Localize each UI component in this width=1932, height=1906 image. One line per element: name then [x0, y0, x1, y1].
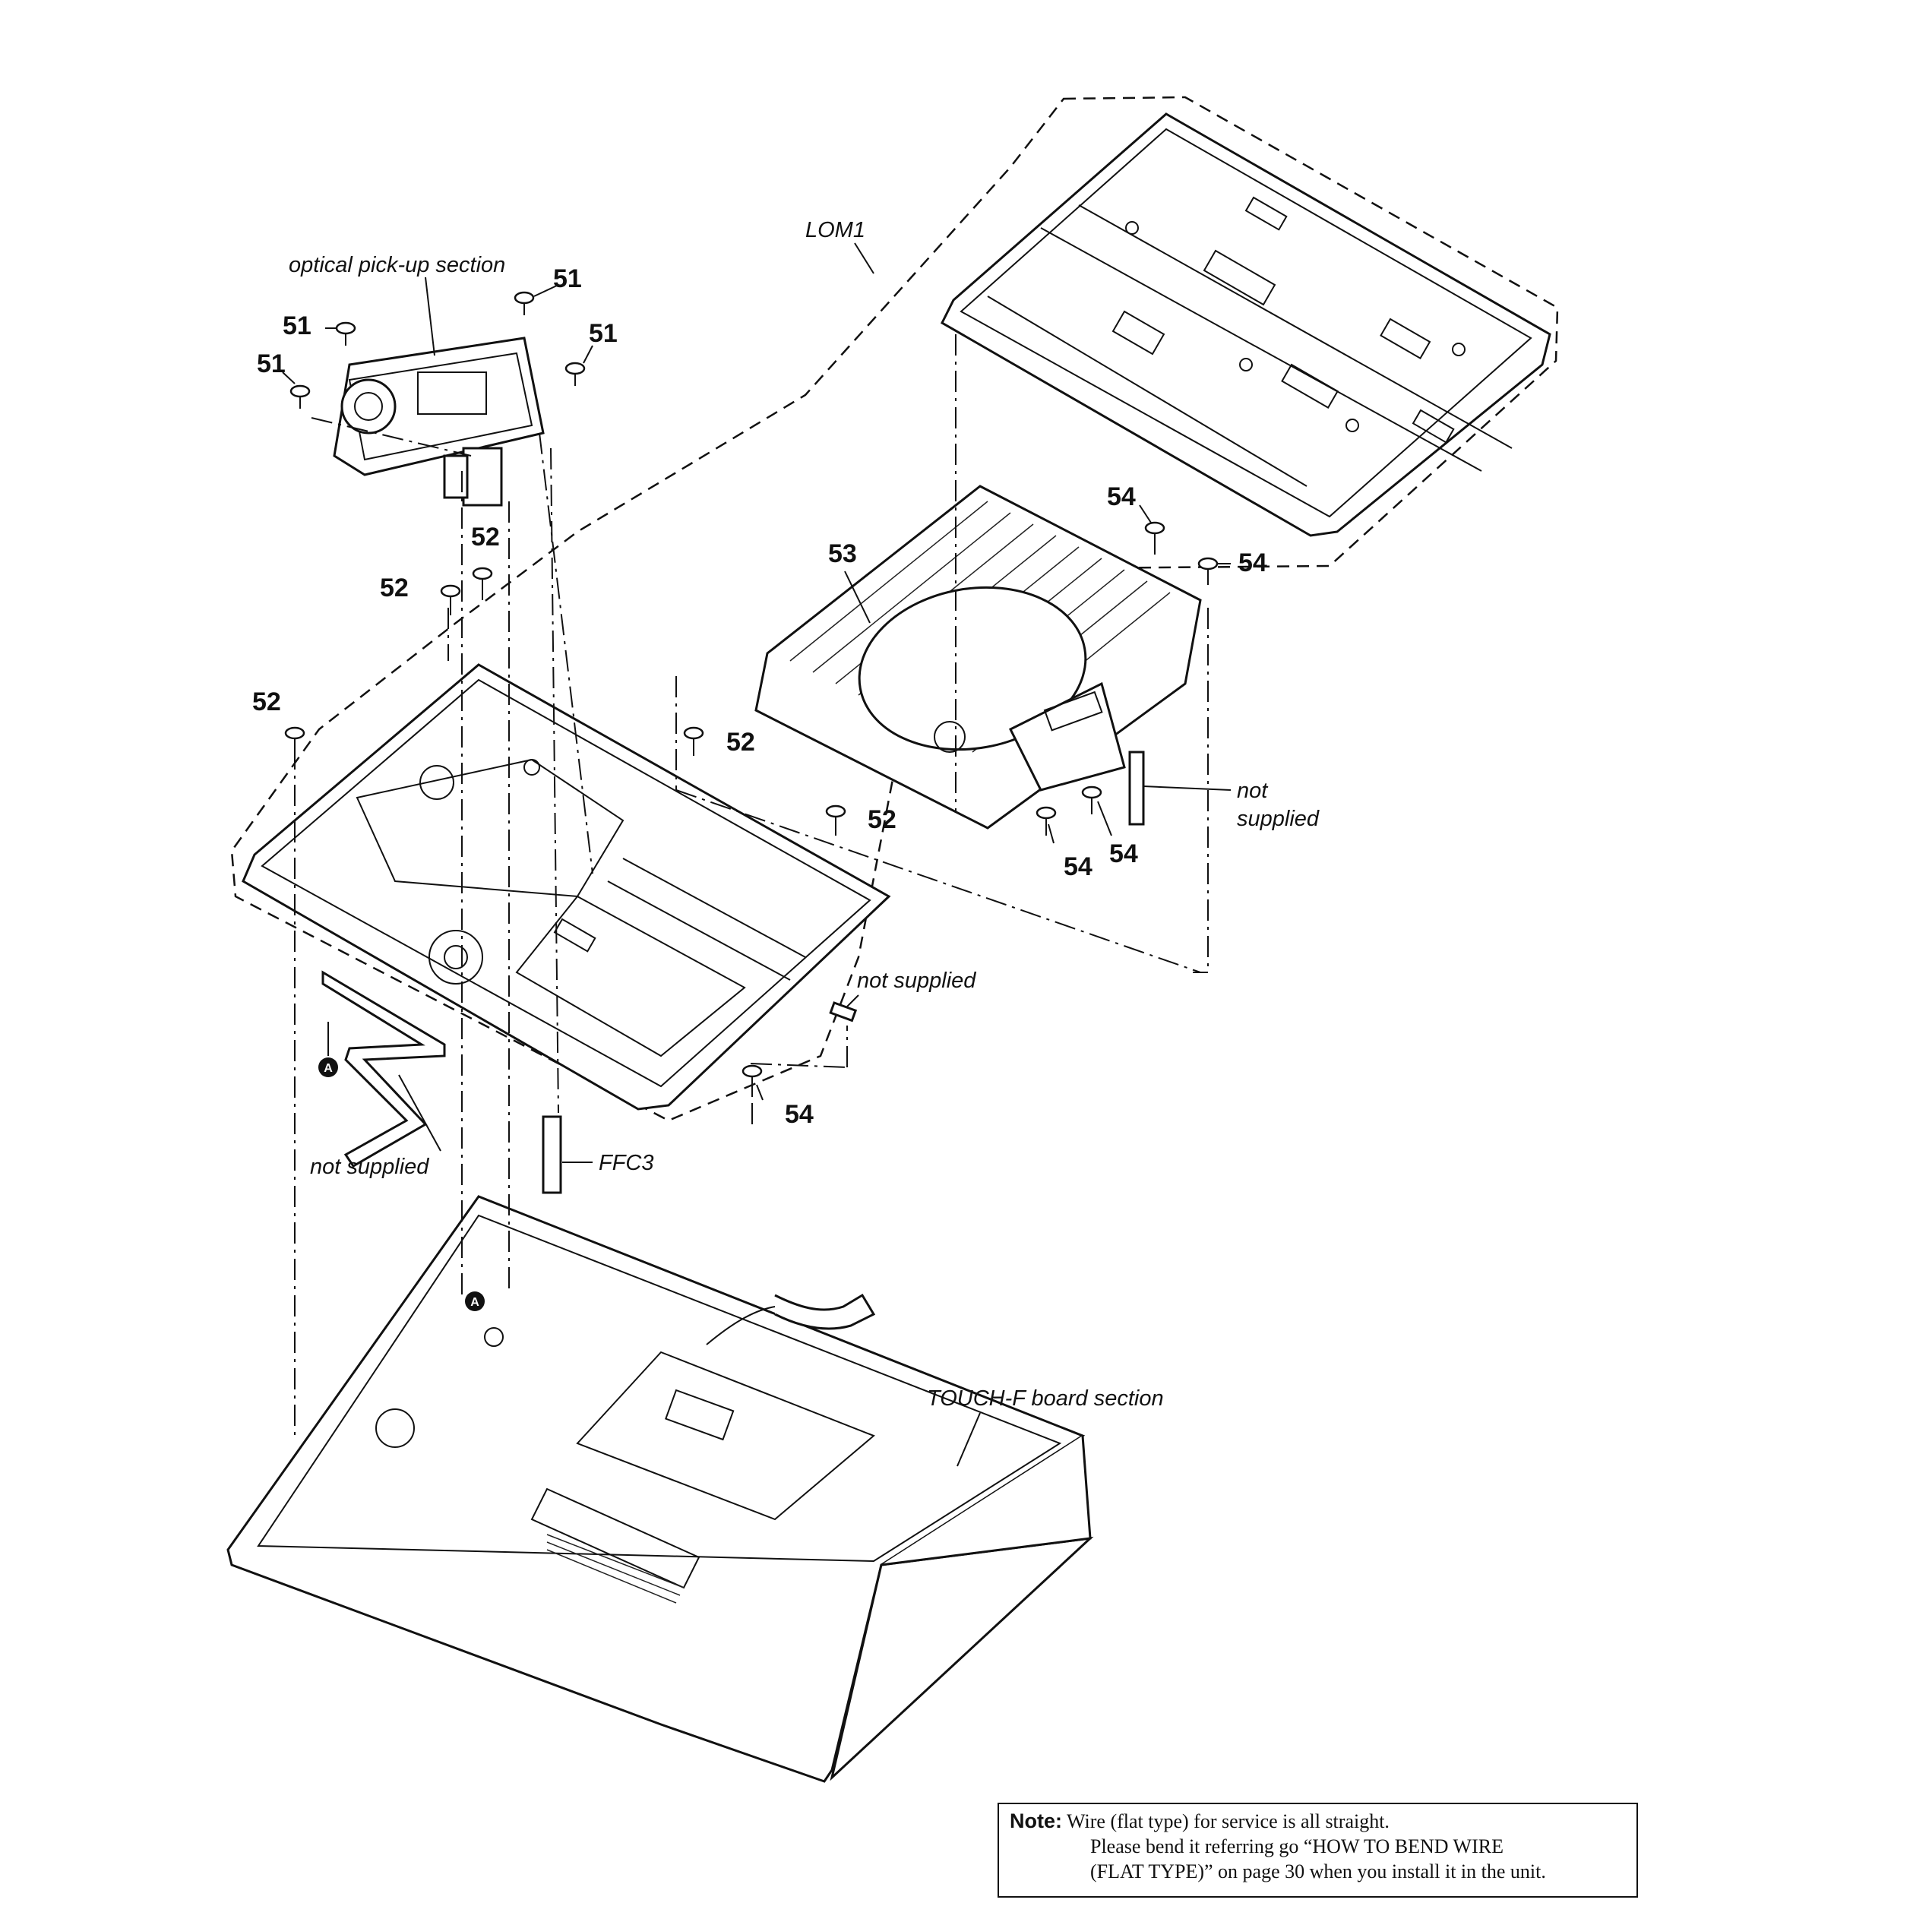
flat-cable-left	[321, 970, 446, 1168]
screw-54-d	[1036, 806, 1057, 836]
part-num-52-c: 52	[252, 687, 281, 716]
connector-a-marker-1: A	[318, 1057, 338, 1077]
disc-tray-cover-53	[754, 485, 1202, 830]
label-not-supplied-left: not supplied	[310, 1155, 429, 1179]
part-num-54-b: 54	[1238, 548, 1267, 577]
screw-52-d	[683, 726, 704, 756]
service-note: Note: Wire (flat type) for service is al…	[998, 1803, 1638, 1898]
part-num-51-d: 51	[257, 349, 286, 378]
screw-52-a	[472, 567, 493, 600]
svg-text:A: A	[470, 1296, 479, 1309]
note-line-1: Wire (flat type) for service is all stra…	[1067, 1810, 1390, 1832]
part-num-54-c: 54	[1109, 839, 1138, 868]
screw-52-b	[440, 584, 461, 615]
label-optical-pickup: optical pick-up section	[289, 253, 505, 277]
screw-54-a	[1144, 521, 1165, 555]
label-ffc3: FFC3	[599, 1151, 654, 1175]
main-unit-bottom	[226, 1195, 1094, 1783]
part-num-52-e: 52	[868, 805, 896, 834]
note-line-2: Please bend it referring go “HOW TO BEND…	[1090, 1835, 1504, 1857]
note-heading: Note:	[1010, 1810, 1062, 1832]
note-line-3: (FLAT TYPE)” on page 30 when you install…	[1090, 1860, 1546, 1882]
label-not-supplied-right-1: not	[1237, 779, 1269, 803]
part-num-53: 53	[828, 539, 857, 568]
screw-52-e	[825, 804, 846, 836]
alignment-lines	[294, 334, 1209, 1440]
screw-51-b	[289, 384, 311, 409]
connector-a-marker-2: A	[465, 1291, 485, 1311]
label-lom1: LOM1	[805, 218, 865, 242]
screw-54-e	[741, 1064, 763, 1094]
part-num-54-e: 54	[785, 1100, 814, 1129]
part-num-54-d: 54	[1064, 852, 1092, 881]
not-supplied-rod	[1128, 751, 1145, 826]
note-first-line: Note: Wire (flat type) for service is al…	[1010, 1809, 1626, 1834]
optical-pickup-unit	[333, 337, 545, 507]
label-not-supplied-right-2: supplied	[1237, 807, 1320, 831]
not-supplied-clip	[829, 1001, 858, 1023]
part-num-52-d: 52	[726, 728, 755, 757]
part-num-51-c: 51	[589, 319, 618, 348]
lom1-base-plate	[941, 112, 1551, 537]
part-num-52-a: 52	[471, 523, 500, 552]
label-not-supplied-center: not supplied	[857, 969, 976, 993]
screw-52-c	[284, 726, 305, 752]
label-touch-f: TOUCH-F board section	[927, 1386, 1164, 1411]
screw-51-c	[514, 291, 535, 315]
leader-lines	[282, 242, 1232, 1467]
part-num-54-a: 54	[1107, 482, 1136, 511]
screw-51-a	[335, 321, 356, 346]
svg-text:A: A	[324, 1062, 333, 1075]
part-num-52-b: 52	[380, 574, 409, 602]
lom1-boundary	[230, 96, 1559, 1122]
part-num-51-b: 51	[283, 311, 311, 340]
screw-54-c	[1081, 785, 1102, 814]
middle-chassis	[242, 663, 891, 1111]
screw-51-d	[564, 362, 586, 386]
flat-cable-ffc3	[542, 1115, 562, 1194]
screw-54-b	[1197, 557, 1219, 585]
part-num-51-a: 51	[553, 264, 582, 293]
